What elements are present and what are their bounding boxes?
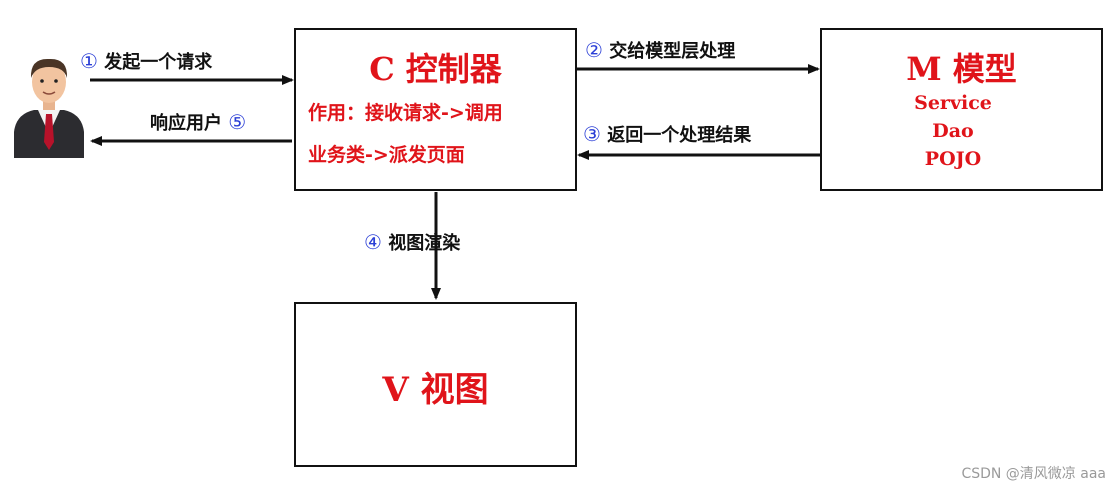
step-number-5: ⑤ [228,110,246,134]
model-item-dao: Dao [822,120,1084,142]
step-number-1: ① [80,49,98,73]
model-item-pojo: POJO [822,148,1084,170]
arrow-text-request: 发起一个请求 [104,52,212,73]
arrow-text-result: 返回一个处理结果 [607,125,751,146]
arrow-label-render: ④ 视图渲染 [364,229,460,255]
step-number-3: ③ [583,122,601,146]
arrow-text-render: 视图渲染 [388,233,460,254]
step-number-2: ② [585,38,603,62]
step-number-4: ④ [364,230,382,254]
model-box: M 模型 Service Dao POJO [820,28,1103,191]
controller-title: C 控制器 [296,44,575,90]
user-avatar-icon [14,52,84,158]
controller-desc-line1: 作用：接收请求->调用 [308,98,503,125]
arrow-label-request: ① 发起一个请求 [80,48,212,74]
model-item-service: Service [822,92,1084,114]
controller-box: C 控制器 作用：接收请求->调用 业务类->派发页面 [294,28,577,191]
arrow-text-to-model: 交给模型层处理 [609,41,735,62]
model-title: M 模型 [822,44,1101,90]
controller-desc-line2: 业务类->派发页面 [308,140,465,167]
arrow-label-to-model: ② 交给模型层处理 [585,37,735,63]
arrow-label-result: ③ 返回一个处理结果 [583,121,751,147]
view-box: V 视图 [294,302,577,467]
arrow-label-respond: 响应用户 ⑤ [150,109,246,135]
arrow-text-respond: 响应用户 [150,113,222,134]
watermark: CSDN @清风微凉 aaa [961,463,1106,483]
view-title: V 视图 [296,362,575,411]
